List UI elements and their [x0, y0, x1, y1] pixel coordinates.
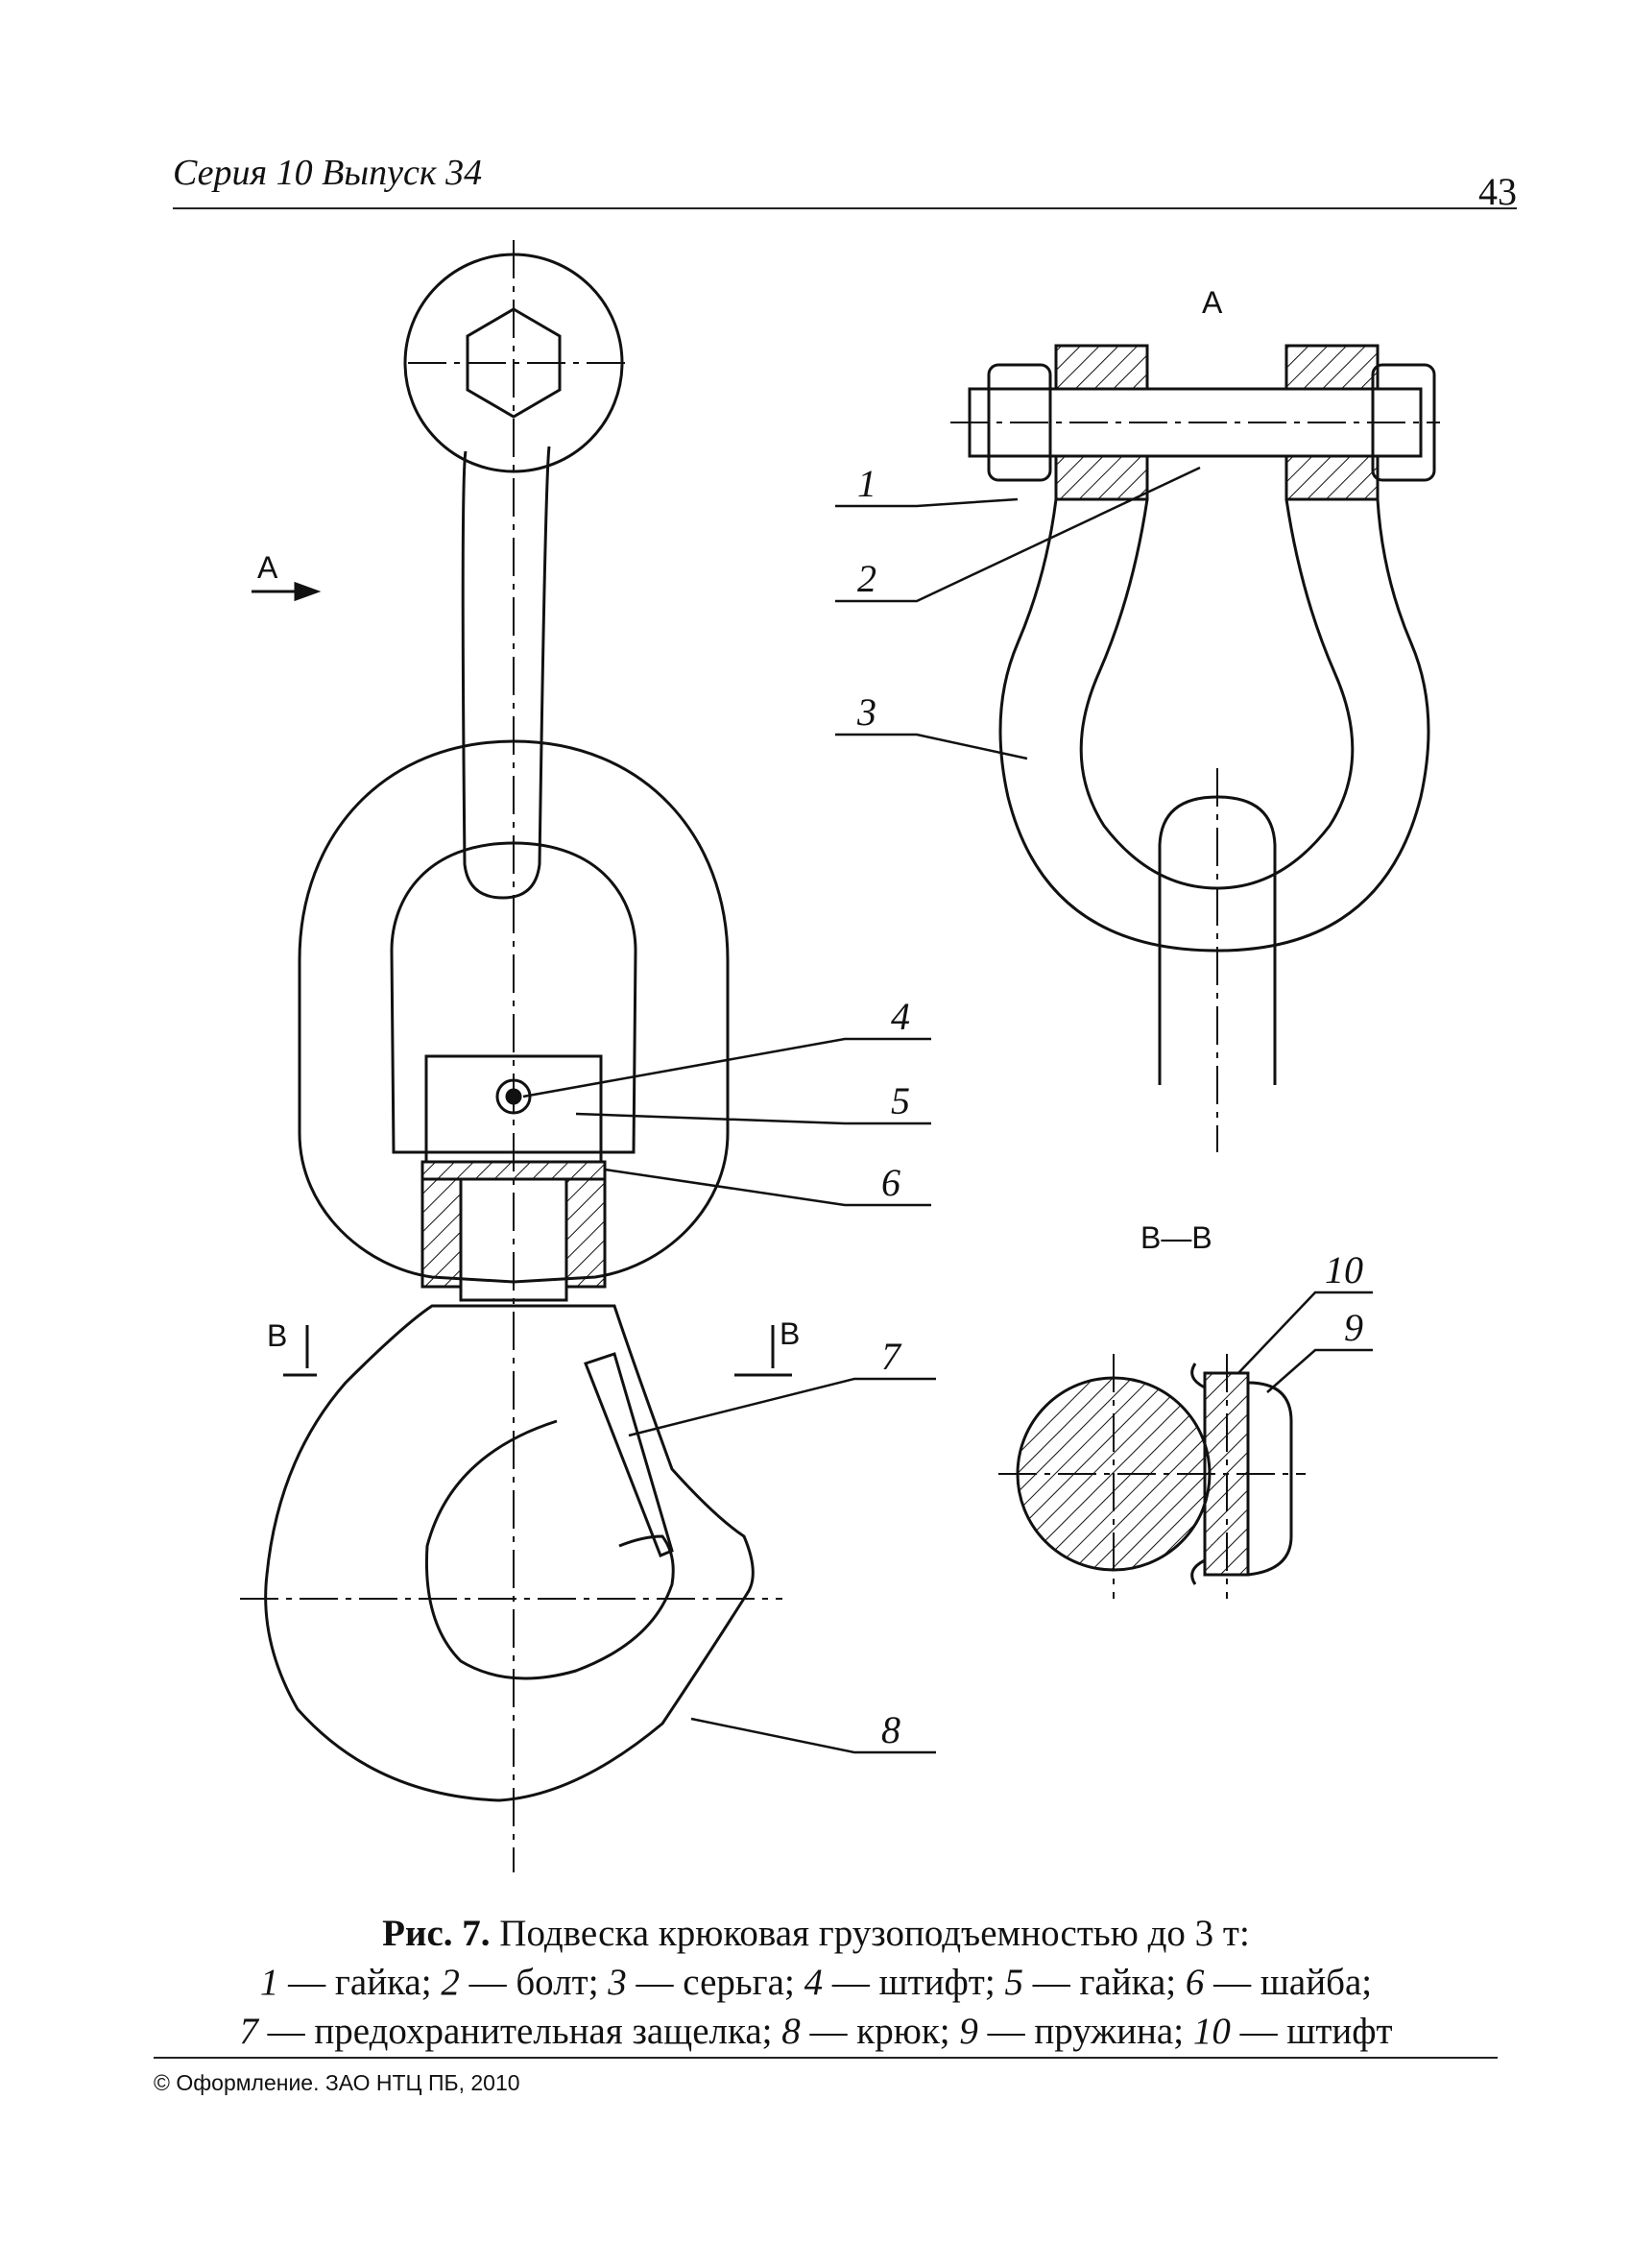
callout-5: 5	[891, 1079, 910, 1122]
leader-4	[522, 1037, 931, 1098]
leader-2	[835, 466, 1201, 603]
callout-8: 8	[881, 1708, 900, 1751]
footer-copyright: © Оформление. ЗАО НТЦ ПБ, 2010	[154, 2070, 520, 2095]
caption-fig-label: Рис. 7.	[382, 1913, 491, 1954]
caption-title: Подвеска крюковая грузоподъемностью до 3…	[499, 1913, 1250, 1954]
callout-10: 10	[1325, 1248, 1363, 1291]
caption-line-1: Рис. 7. Подвеска крюковая грузоподъемнос…	[154, 1909, 1478, 1958]
callout-4: 4	[891, 995, 910, 1038]
section-mark-left-label: В	[267, 1318, 287, 1353]
view-arrow-a-label: А	[257, 550, 278, 585]
callout-9: 9	[1344, 1306, 1363, 1349]
page-number: 43	[1478, 170, 1517, 213]
shank	[461, 446, 551, 900]
figure-caption: Рис. 7. Подвеска крюковая грузоподъемнос…	[154, 1909, 1478, 2056]
leader-7	[628, 1377, 936, 1437]
latch-7	[584, 1352, 674, 1557]
leader-5	[575, 1112, 931, 1125]
shackle-3	[998, 498, 1430, 953]
callout-1: 1	[857, 462, 876, 505]
leader-9	[1266, 1348, 1373, 1393]
view-arrow-a	[252, 581, 322, 602]
leader-6	[604, 1168, 931, 1207]
hex-nut-top	[466, 307, 562, 419]
section-mark-left	[283, 1325, 317, 1377]
callout-7: 7	[881, 1335, 902, 1378]
view-a	[968, 344, 1436, 1085]
section-bb-title: В—В	[1140, 1220, 1212, 1255]
caption-line-3: 7 — предохранительная защелка; 8 — крюк;…	[239, 2011, 1393, 2052]
view-a-title: А	[1202, 285, 1223, 320]
callout-6: 6	[881, 1161, 900, 1204]
caption-line-2: 1 — гайка; 2 — болт; 3 — серьга; 4 — шти…	[259, 1962, 1373, 2003]
callout-2: 2	[857, 557, 876, 600]
leader-1	[835, 497, 1019, 508]
footer-rule	[154, 2057, 1498, 2059]
header-rule	[173, 207, 1517, 209]
callout-3: 3	[856, 690, 876, 734]
section-mark-right	[734, 1325, 792, 1377]
header-series: Серия 10 Выпуск 34	[173, 153, 483, 193]
leader-10	[1237, 1291, 1373, 1374]
hook-8	[264, 1304, 755, 1802]
section-mark-right-label: В	[780, 1316, 800, 1351]
hook-throat	[424, 1419, 675, 1680]
main-assembly-view	[264, 253, 755, 1802]
leader-8	[690, 1717, 936, 1754]
leader-3	[835, 733, 1028, 760]
